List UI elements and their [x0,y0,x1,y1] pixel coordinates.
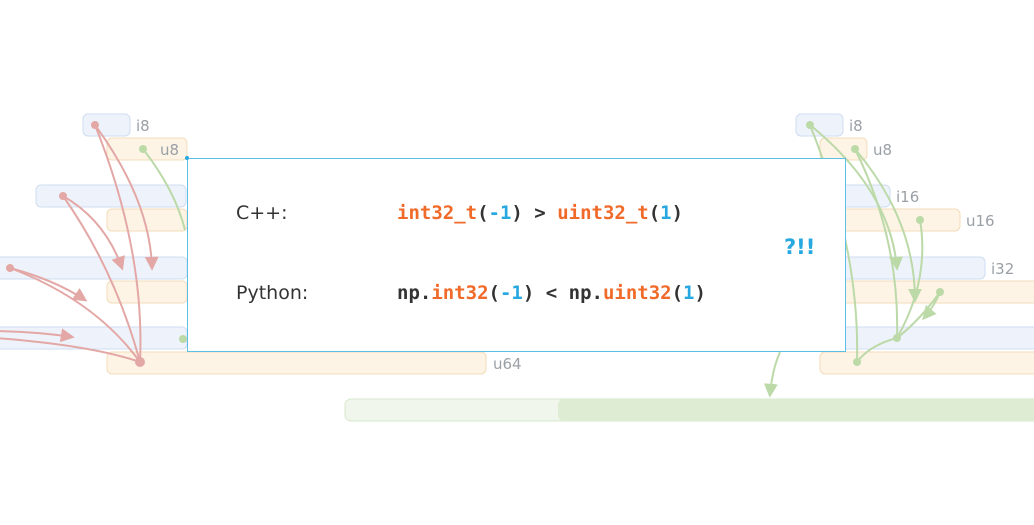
left-u32-dot [179,335,187,343]
right-i8-box [795,113,844,137]
py-less-than: ) < np. [522,282,603,304]
left-label-i8: i8 [136,117,150,135]
left-i64-box [0,326,188,350]
surprise-exclamation: ?!! [784,235,816,259]
card-corner-dot [185,156,189,160]
cpp-paren-open-1: ( [477,202,489,224]
left-unsigned-lines [142,148,186,231]
right-u8-dot [851,145,859,153]
right-u64-box [819,351,1034,375]
cpp-paren-open-2: ( [648,202,661,224]
cpp-neg-one: -1 [488,202,512,224]
left-label-u64: u64 [493,355,522,373]
comparison-card: C++: int32_t(-1) > uint32_t(1) Python: n… [185,156,846,352]
left-u64-dot [135,357,145,367]
cpp-greater-than: ) > [511,202,558,224]
left-i16-box [35,184,187,208]
right-label-i8: i8 [849,117,863,135]
left-label-u8: u8 [160,141,179,159]
float-box-fill [558,399,1034,421]
py-paren-close: ) [694,282,706,304]
py-np-prefix: np. [397,282,432,304]
right-label-u16: u16 [966,212,995,230]
py-paren-open-1: ( [488,282,500,304]
left-u8-dot [139,145,147,153]
left-i32-dot [6,264,14,272]
right-i8-dot [806,121,814,129]
python-label: Python: [236,282,309,304]
py-int32-type: int32 [431,282,489,304]
right-i64-box [839,326,1034,350]
right-label-i16: i16 [896,188,919,206]
left-promotion-arrows [0,124,159,363]
py-paren-open-2: ( [671,282,684,304]
left-i8-box [82,113,131,137]
right-label-u8: u8 [873,141,892,159]
right-i64-dot [893,334,901,342]
right-u16-dot [916,216,924,224]
right-promotion-arrows [763,124,941,398]
python-code: np.int32(-1) < np.uint32(1) [397,282,706,304]
cpp-paren-close: ) [671,202,684,224]
right-u64-dot [853,358,861,366]
cpp-one: 1 [660,202,672,224]
py-one: 1 [683,282,695,304]
left-i16-dot [59,192,67,200]
left-i8-dot [91,121,99,129]
py-neg-one: -1 [499,282,523,304]
right-u32-dot [936,288,944,296]
cpp-label: C++: [236,202,288,224]
right-label-i32: i32 [991,260,1014,278]
cpp-code: int32_t(-1) > uint32_t(1) [397,202,683,224]
py-uint32-type: uint32 [602,282,672,304]
cpp-int32-type: int32_t [397,202,478,224]
left-u64-box [106,351,487,375]
cpp-uint32-type: uint32_t [557,202,649,224]
